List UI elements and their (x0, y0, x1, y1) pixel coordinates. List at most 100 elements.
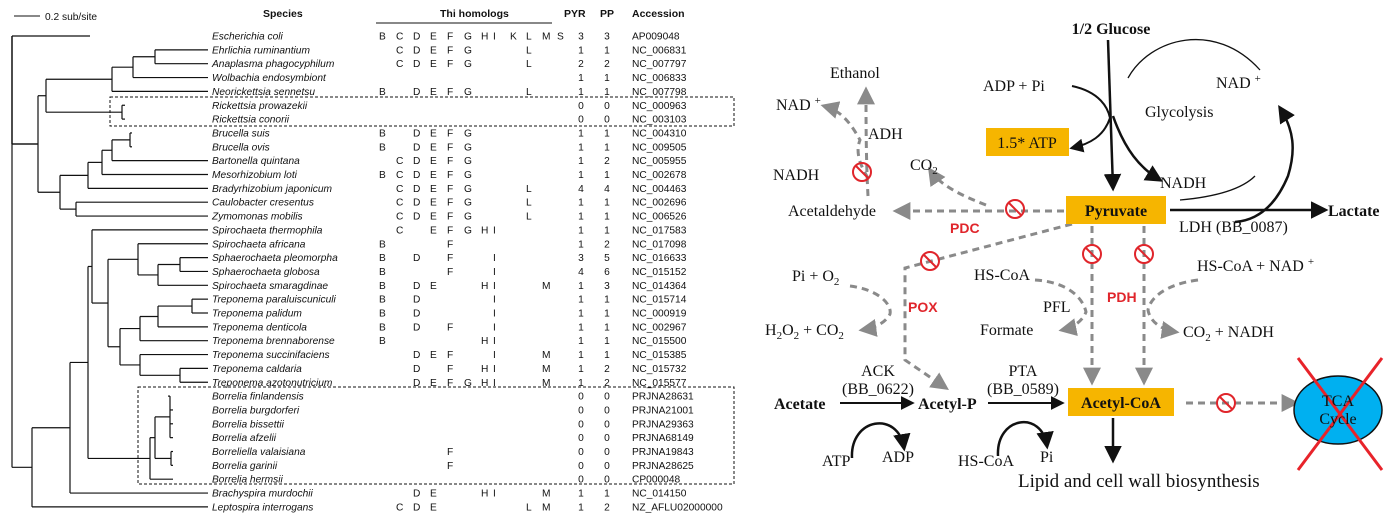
thi-homolog-cell: H (481, 378, 488, 389)
pp-cell: 6 (604, 267, 610, 278)
pyr-cell: 1 (578, 309, 584, 320)
atp-bottom-label: ATP (822, 453, 851, 470)
accession-cell: NC_004463 (632, 184, 687, 195)
species-name: Treponema denticola (212, 322, 307, 333)
thi-homolog-cell: E (430, 87, 437, 98)
nadh-left-label: NADH (773, 167, 820, 184)
thi-homolog-cell: B (379, 87, 386, 98)
thi-homolog-cell: D (413, 350, 420, 361)
pyr-cell: 1 (578, 212, 584, 223)
thi-homolog-cell: D (413, 142, 420, 153)
thi-homolog-cell: F (447, 128, 453, 139)
pyr-cell: 0 (578, 475, 584, 486)
pp-cell: 0 (604, 433, 610, 444)
pyr-cell: 4 (578, 267, 584, 278)
accession-cell: NC_006833 (632, 73, 687, 84)
accession-cell: NC_015385 (632, 350, 687, 361)
pyr-cell: 1 (578, 239, 584, 250)
pyr-cell: 1 (578, 378, 584, 389)
species-name: Treponema caldaria (212, 364, 302, 375)
pp-cell: 3 (604, 32, 610, 43)
pox-label: POX (908, 299, 938, 315)
thi-homolog-cell: G (464, 59, 472, 70)
tca-cross-line-2 (1296, 357, 1384, 471)
accession-cell: NC_002967 (632, 322, 687, 333)
ack-label: ACK (861, 363, 895, 380)
thi-homolog-cell: G (464, 156, 472, 167)
thi-homolog-cell: D (413, 253, 420, 264)
accession-cell: NC_000963 (632, 101, 687, 112)
accession-cell: NC_015714 (632, 295, 687, 306)
thi-homolog-cell: E (430, 184, 437, 195)
nad-top-label: NAD + (1216, 73, 1261, 92)
species-name: Brachyspira murdochii (212, 489, 314, 500)
thi-homolog-cell: F (447, 198, 453, 209)
pyr-cell: 1 (578, 489, 584, 500)
thi-homolog-cell: E (430, 350, 437, 361)
adh-nadh-nad-arrow (820, 101, 870, 179)
thi-homolog-cell: F (447, 447, 453, 458)
adp-to-atp-arrow (1069, 85, 1112, 153)
thi-homolog-cell: M (542, 489, 551, 500)
accession-cell: NC_006526 (632, 212, 687, 223)
thi-homolog-cell: D (413, 502, 420, 513)
no-entry-icon (1082, 244, 1102, 264)
thi-homolog-cell: S (557, 32, 564, 43)
species-name: Borrelia finlandensis (212, 392, 304, 403)
thi-homolog-cell: B (379, 128, 386, 139)
pdh-co2-nadh-arrow (1146, 278, 1199, 339)
accession-cell: NC_015152 (632, 267, 687, 278)
pyruvate-to-acetylp-arrow (903, 222, 1073, 391)
thi-homolog-cell: I (493, 253, 496, 264)
pyr-cell: 0 (578, 461, 584, 472)
species-name: Bradyrhizobium japonicum (212, 184, 333, 195)
thi-homolog-cell: F (447, 322, 453, 333)
borrelia-dashed-box (137, 386, 735, 485)
pyr-cell: 1 (578, 73, 584, 84)
thi-homolog-cell: C (396, 170, 403, 181)
pox-h2o2-arrow (849, 284, 892, 337)
species-name: Borreliella valaisiana (212, 447, 306, 458)
acetate-label: Acetate (774, 396, 826, 413)
pp-cell: 2 (604, 364, 610, 375)
thi-homolog-cell: G (464, 184, 472, 195)
header-accession: Accession (632, 8, 685, 20)
accession-cell: PRJNA21001 (632, 405, 694, 416)
thi-homolog-cell: M (542, 378, 551, 389)
thi-homolog-cell: D (413, 32, 420, 43)
thi-homolog-cell: L (526, 59, 532, 70)
species-name: Rickettsia conorii (212, 115, 290, 126)
co2-nadh-label: CO2 + NADH (1183, 324, 1274, 344)
pp-cell: 1 (604, 295, 610, 306)
acetaldehyde-to-ethanol-arrow (857, 86, 876, 197)
thi-homolog-cell: F (447, 461, 453, 472)
species-name: Brucella suis (212, 128, 270, 139)
thi-homolog-cell: G (464, 378, 472, 389)
thi-homolog-cell: C (396, 502, 403, 513)
glucose-label: 1/2 Glucose (1072, 21, 1151, 38)
pp-cell: 1 (604, 336, 610, 347)
thi-homolog-cell: I (493, 32, 496, 43)
pyr-cell: 1 (578, 364, 584, 375)
pp-cell: 1 (604, 45, 610, 56)
pp-cell: 1 (604, 87, 610, 98)
thi-homolog-cell: I (493, 489, 496, 500)
pp-cell: 1 (604, 170, 610, 181)
pp-cell: 0 (604, 475, 610, 486)
thi-homolog-cell: B (379, 253, 386, 264)
species-name: Treponema succinifaciens (212, 350, 330, 361)
thi-homolog-cell: F (447, 267, 453, 278)
thi-homolog-cell: D (413, 156, 420, 167)
pyr-cell: 0 (578, 433, 584, 444)
atp-label: 1.5* ATP (997, 135, 1057, 152)
